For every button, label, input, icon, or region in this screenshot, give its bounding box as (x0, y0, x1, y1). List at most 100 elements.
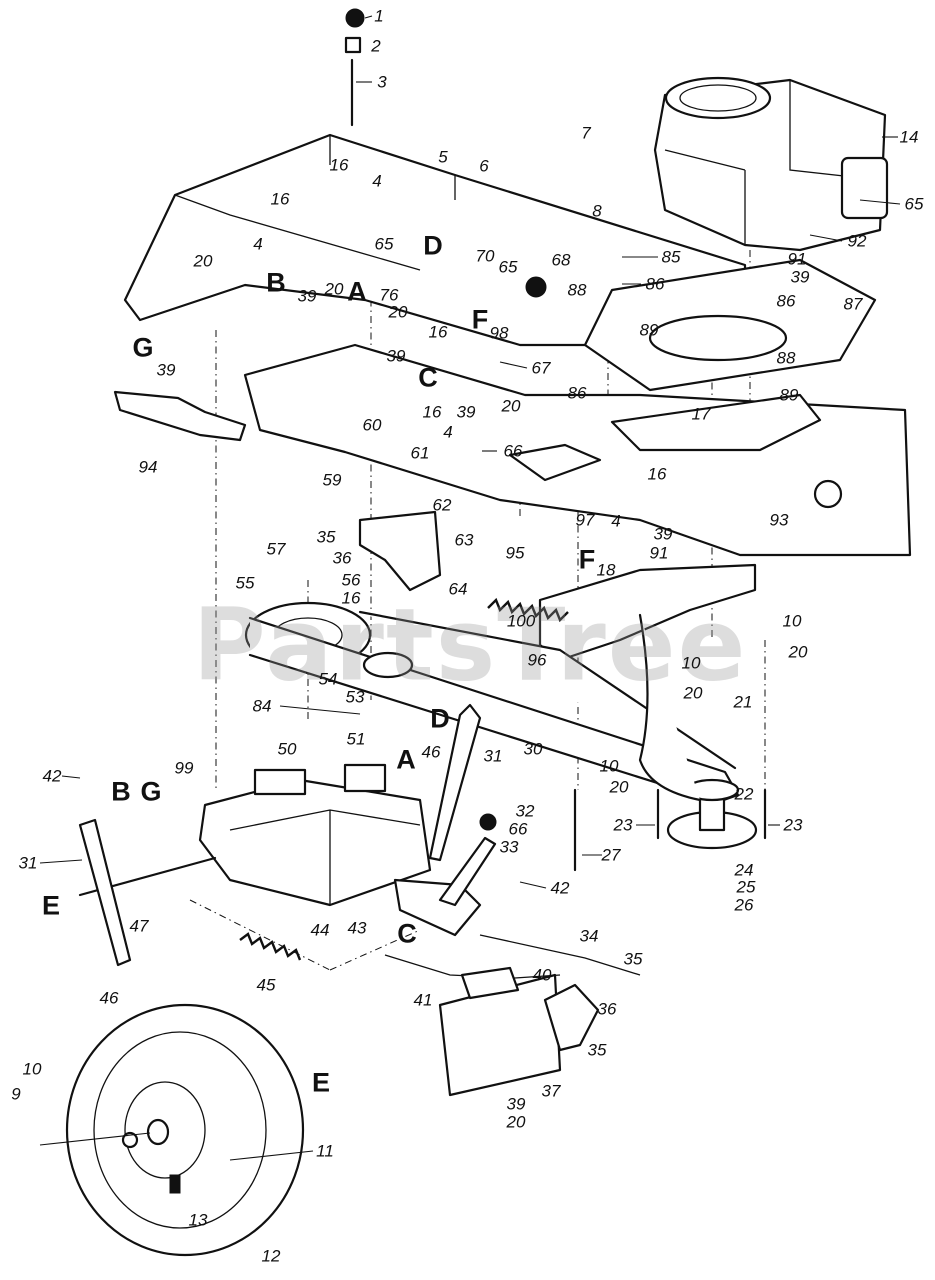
callout-39: 39 (790, 267, 810, 287)
callout-39: 39 (386, 346, 406, 366)
connection-letter-d: D (423, 230, 443, 261)
callout-66: 66 (508, 819, 528, 839)
callout-35: 35 (623, 949, 643, 969)
callout-36: 36 (597, 999, 617, 1019)
lever-31b (78, 818, 132, 967)
callout-68: 68 (551, 250, 571, 270)
callout-31: 31 (18, 853, 38, 873)
callout-54: 54 (318, 669, 338, 689)
callout-35: 35 (587, 1040, 607, 1060)
callout-35: 35 (316, 527, 336, 547)
callout-10: 10 (681, 653, 701, 673)
callout-56: 56 (341, 570, 361, 590)
callout-7: 7 (581, 123, 591, 143)
connection-letter-d: D (430, 703, 450, 734)
callout-6: 6 (479, 156, 489, 176)
callout-44: 44 (310, 920, 330, 940)
connection-letter-c: C (418, 362, 438, 393)
connection-letter-a: A (347, 276, 367, 307)
callout-1: 1 (374, 6, 384, 26)
connection-letter-e: E (311, 1067, 331, 1098)
callout-46: 46 (99, 988, 119, 1008)
callout-21: 21 (733, 692, 753, 712)
callout-10: 10 (782, 611, 802, 631)
callout-16: 16 (647, 464, 667, 484)
callout-85: 85 (661, 247, 681, 267)
callout-87: 87 (843, 294, 863, 314)
callout-59: 59 (322, 470, 342, 490)
callout-4: 4 (443, 422, 453, 442)
callout-37: 37 (541, 1081, 561, 1101)
callout-4: 4 (372, 171, 382, 191)
callout-70: 70 (475, 246, 495, 266)
callout-88: 88 (776, 348, 796, 368)
callout-16: 16 (341, 588, 361, 608)
callout-12: 12 (261, 1246, 281, 1266)
callout-31: 31 (483, 746, 503, 766)
callout-24: 24 (734, 860, 754, 880)
callout-62: 62 (432, 495, 452, 515)
callout-76: 76 (379, 285, 399, 305)
callout-20: 20 (388, 302, 408, 322)
lever-33 (438, 836, 497, 907)
callout-39: 39 (456, 402, 476, 422)
callout-89: 89 (639, 320, 659, 340)
connection-letter-c: C (397, 918, 417, 949)
connection-letter-f: F (471, 304, 489, 335)
callout-50: 50 (277, 739, 297, 759)
frame-body (113, 133, 912, 662)
callout-93: 93 (769, 510, 789, 530)
callout-84: 84 (252, 696, 272, 716)
callout-42: 42 (42, 766, 62, 786)
callout-98: 98 (489, 323, 509, 343)
callout-20: 20 (324, 279, 344, 299)
rear-wheel-11 (39, 1003, 305, 1257)
callout-16: 16 (329, 155, 349, 175)
callout-57: 57 (266, 539, 286, 559)
callout-20: 20 (193, 251, 213, 271)
callout-5: 5 (438, 147, 448, 167)
callout-43: 43 (347, 918, 367, 938)
callout-3: 3 (377, 72, 387, 92)
callout-16: 16 (422, 402, 442, 422)
callout-10: 10 (22, 1059, 42, 1079)
callout-16: 16 (270, 189, 290, 209)
callout-41: 41 (413, 990, 433, 1010)
callout-20: 20 (609, 777, 629, 797)
springs-rods (239, 8, 767, 961)
lever-31 (428, 703, 482, 862)
callout-8: 8 (592, 201, 602, 221)
callout-9: 9 (11, 1084, 21, 1104)
drive-belt-30 (244, 601, 758, 850)
callout-25: 25 (736, 877, 756, 897)
callout-97: 97 (575, 510, 595, 530)
callout-64: 64 (448, 579, 468, 599)
callout-16: 16 (428, 322, 448, 342)
connection-letter-f: F (578, 544, 596, 575)
callout-4: 4 (253, 234, 263, 254)
callout-14: 14 (899, 127, 919, 147)
callout-88: 88 (567, 280, 587, 300)
callout-18: 18 (596, 560, 616, 580)
connection-letter-b: B (266, 267, 286, 298)
callout-65: 65 (498, 257, 518, 277)
callout-94: 94 (138, 457, 158, 477)
callout-67: 67 (531, 358, 551, 378)
callout-55: 55 (235, 573, 255, 593)
connection-letter-e: E (41, 890, 61, 921)
callout-92: 92 (847, 231, 867, 251)
callout-39: 39 (653, 524, 673, 544)
linkages (78, 703, 641, 1097)
callout-32: 32 (515, 801, 535, 821)
callout-95: 95 (505, 543, 525, 563)
callout-20: 20 (788, 642, 808, 662)
callout-86: 86 (567, 383, 587, 403)
transaxle-44 (78, 763, 432, 907)
callout-27: 27 (601, 845, 621, 865)
callout-39: 39 (156, 360, 176, 380)
engine-14 (653, 76, 889, 252)
callout-91: 91 (787, 249, 807, 269)
callout-65: 65 (374, 234, 394, 254)
